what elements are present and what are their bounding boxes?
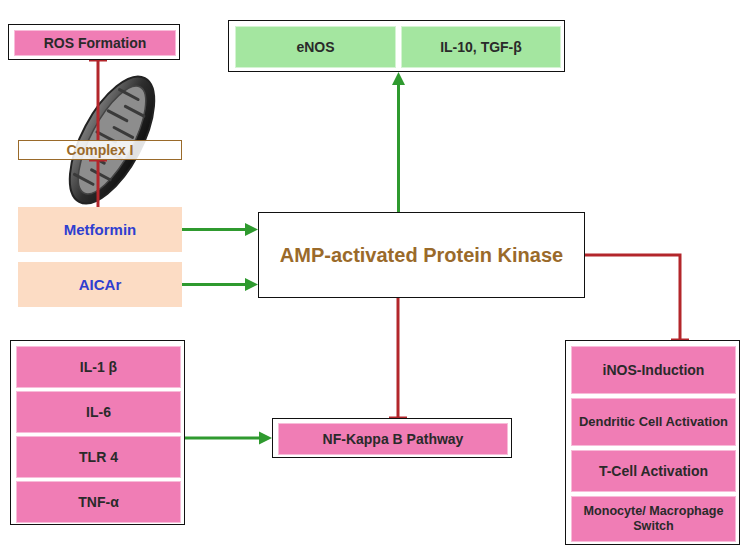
activation-arrow	[182, 223, 258, 236]
node-label: Metformin	[60, 221, 141, 239]
connector-line	[182, 283, 248, 286]
inhibition-connector	[89, 160, 107, 207]
central-box: AMP-activated Protein Kinase	[258, 212, 585, 298]
outer-frame: NF-Kappa B Pathway	[272, 418, 512, 458]
node-label: ROS Formation	[40, 35, 151, 52]
outer-frame: iNOS-InductionDendritic Cell ActivationT…	[565, 340, 740, 545]
effect-box: Monocyte/ Macrophage Switch	[571, 496, 736, 542]
arrow-head	[392, 72, 405, 85]
outer-frame: IL-1 β IL-6TLR 4 TNF-α	[10, 340, 185, 525]
effect-box: iNOS-Induction	[571, 346, 736, 394]
connector-line	[97, 160, 100, 207]
arrow-head	[245, 278, 258, 291]
pathway-box: NF-Kappa B Pathway	[278, 423, 508, 455]
activation-arrow	[392, 72, 405, 212]
node-label: IL-1 β	[76, 359, 121, 376]
effect-box: Dendritic Cell Activation	[571, 398, 736, 446]
drug-box: AICAr	[18, 262, 182, 307]
arrow-head	[245, 223, 258, 236]
node-label: eNOS	[292, 39, 338, 56]
connector-line	[397, 82, 400, 212]
factor-box: IL-1 β	[16, 346, 181, 388]
node-label: IL-6	[82, 404, 115, 421]
factor-box: TLR 4	[16, 436, 181, 478]
node-label: TNF-α	[74, 494, 122, 511]
crista-stroke	[125, 106, 144, 116]
factor-box: IL-6	[16, 391, 181, 433]
connector-line	[182, 228, 248, 231]
effect-box: ROS Formation	[14, 30, 176, 56]
node-label: iNOS-Induction	[599, 362, 709, 379]
factor-box: TNF-α	[16, 481, 181, 523]
complex-label: Complex I	[18, 140, 182, 160]
node-label: IL-10, TGF-β	[436, 39, 526, 56]
node-label: TLR 4	[75, 449, 122, 466]
inhibition-connector	[585, 255, 689, 340]
inhibition-connector	[89, 60, 107, 140]
connector-line	[397, 298, 400, 418]
effect-box: IL-10, TGF-β	[401, 26, 561, 68]
crista-stroke	[108, 111, 127, 121]
connector-line	[185, 437, 262, 440]
inhibition-connector	[389, 298, 407, 418]
outer-frame: eNOS IL-10, TGF-β	[228, 20, 565, 72]
crista-stroke	[92, 170, 111, 180]
effect-box: eNOS	[235, 26, 396, 68]
drug-box: Metformin	[18, 207, 182, 252]
node-label: Dendritic Cell Activation	[575, 414, 732, 430]
node-label: Complex I	[63, 142, 138, 159]
activation-arrow	[182, 278, 258, 291]
node-label: AMP-activated Protein Kinase	[276, 243, 567, 267]
effect-box: T-Cell Activation	[571, 450, 736, 492]
node-label: AICAr	[75, 276, 126, 294]
crista-stroke	[120, 90, 139, 100]
node-label: NF-Kappa B Pathway	[319, 431, 468, 448]
connector-line	[585, 255, 680, 340]
arrow-head	[259, 432, 272, 445]
crista-stroke	[74, 174, 93, 184]
node-label: T-Cell Activation	[595, 463, 712, 480]
outer-frame: ROS Formation	[8, 24, 180, 60]
crista-stroke	[114, 128, 133, 138]
connector-line	[97, 60, 100, 140]
activation-arrow	[185, 432, 272, 445]
node-label: Monocyte/ Macrophage Switch	[572, 504, 735, 534]
